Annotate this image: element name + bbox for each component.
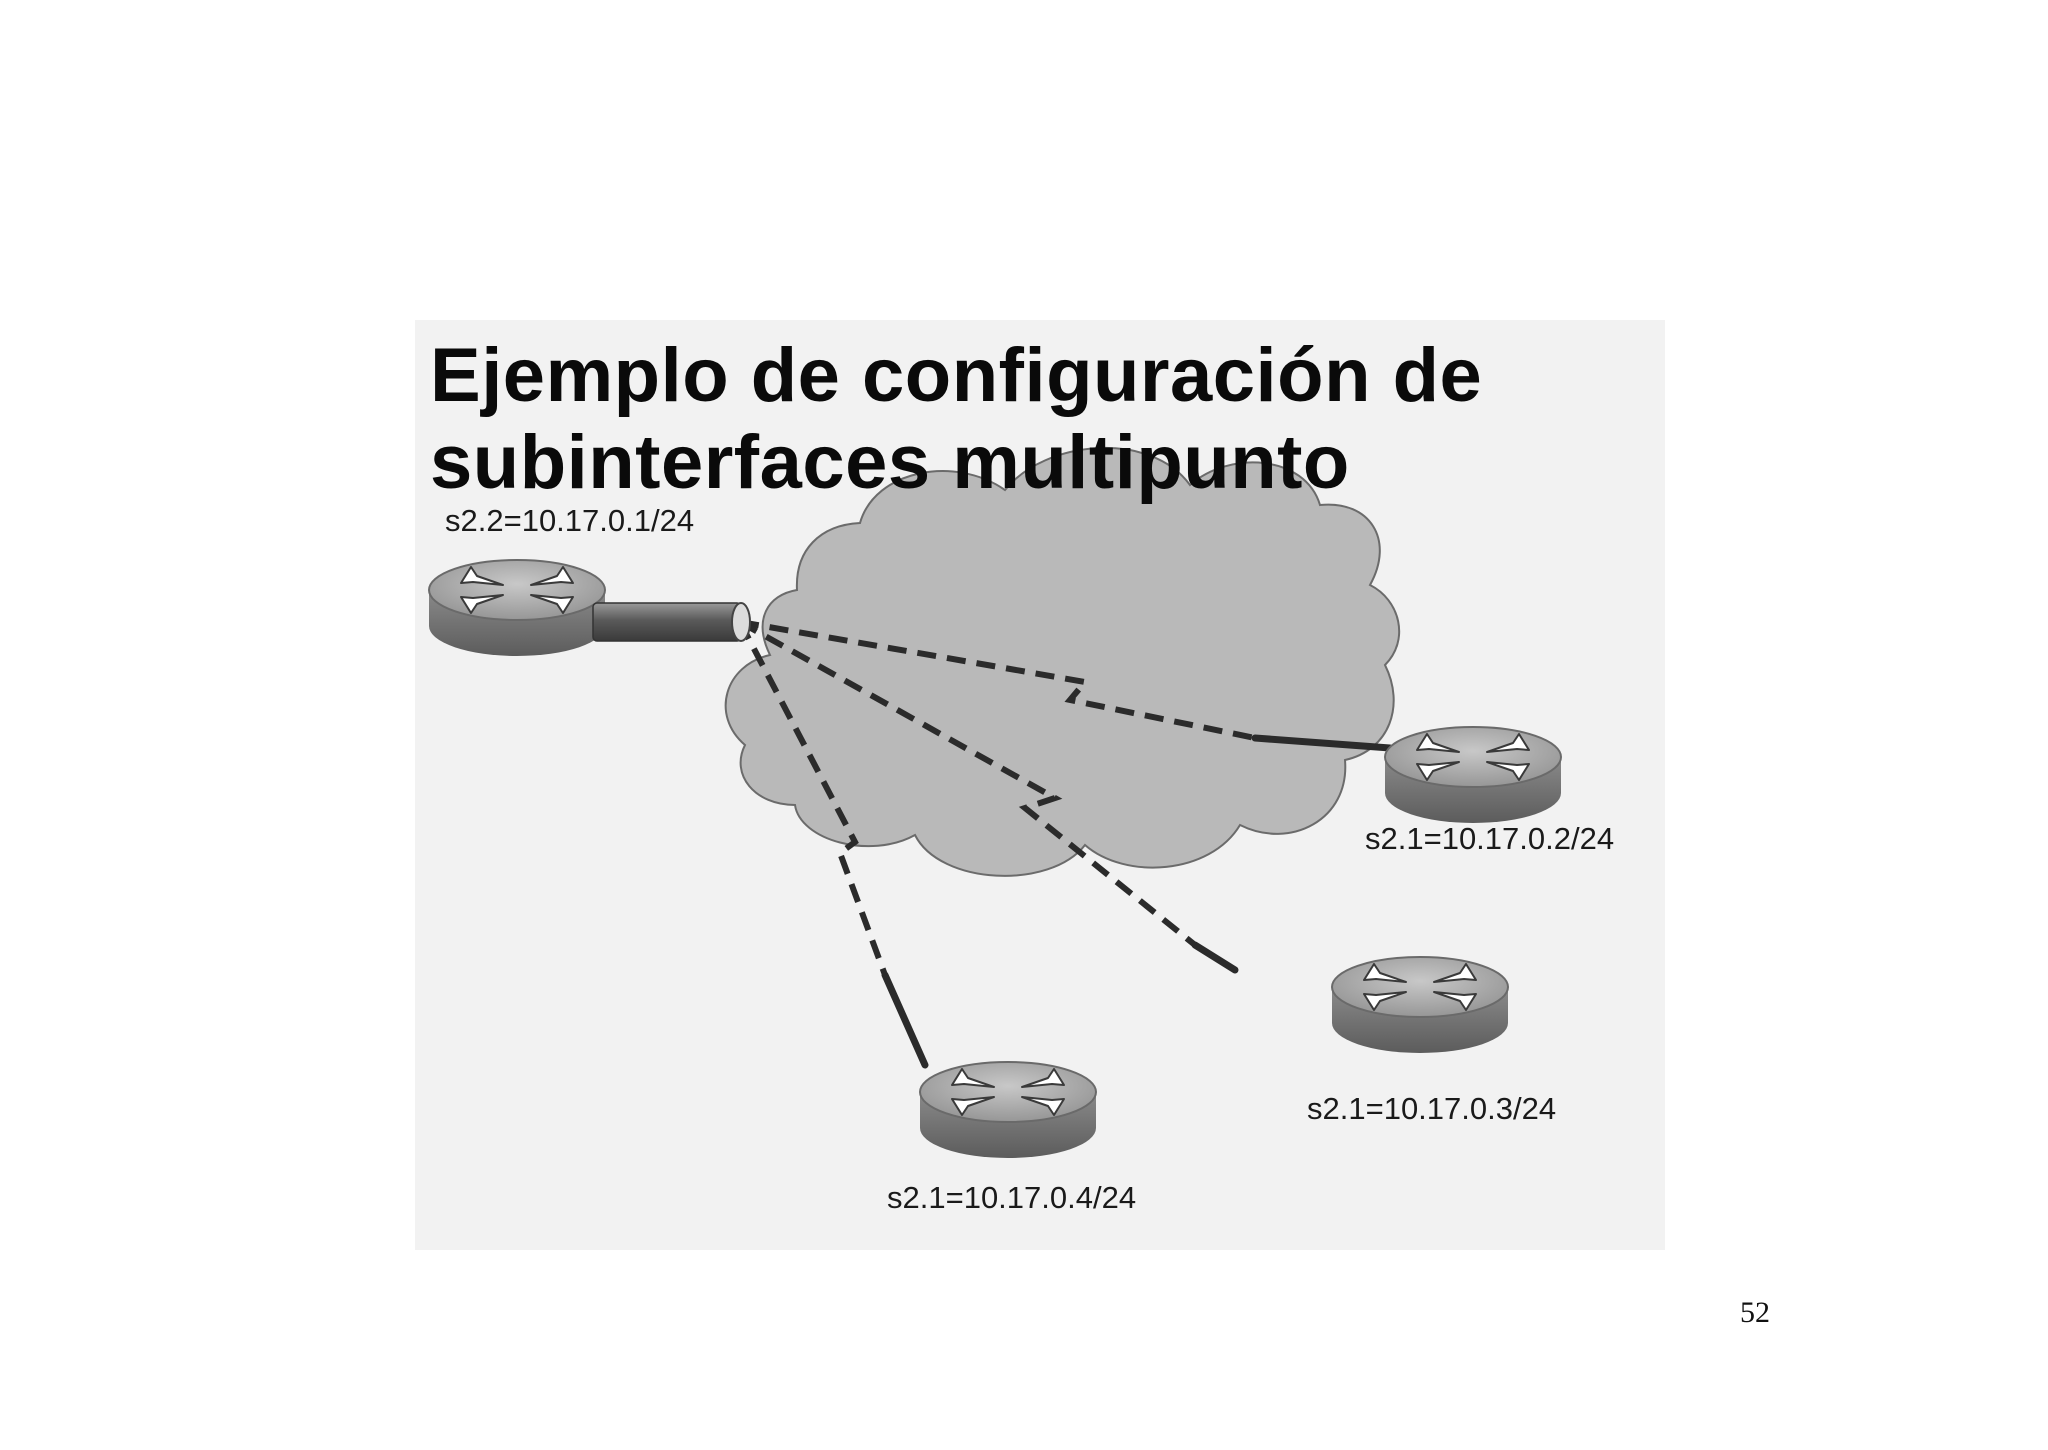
spoke-4-router-address: s2.1=10.17.0.4/24 — [887, 1180, 1137, 1215]
slide-title-line-1: Ejemplo de configuración de — [430, 333, 1483, 418]
pvc-to-spoke-4 — [737, 620, 888, 977]
router-icon-hub[interactable] — [428, 559, 751, 657]
slide-title-line-2: subinterfaces multipunto — [430, 420, 1350, 505]
spoke-2-router-address: s2.1=10.17.0.2/24 — [1365, 821, 1615, 856]
frame-relay-cloud — [724, 447, 1401, 877]
hub-router-address: s2.2=10.17.0.1/24 — [445, 503, 695, 538]
serial-interface-icon — [592, 602, 751, 642]
router-icon-spoke-2[interactable] — [1384, 726, 1562, 824]
page-number: 52 — [1740, 1296, 1770, 1329]
router-icon-spoke-4[interactable] — [919, 1061, 1097, 1159]
pvc-to-spoke-3 — [738, 619, 1197, 948]
slide: Ejemplo de configuración de subinterface… — [415, 320, 1665, 1250]
spoke-3-router-address: s2.1=10.17.0.3/24 — [1307, 1091, 1557, 1126]
pvc-to-spoke-2 — [739, 619, 1256, 741]
network-diagram — [428, 447, 1562, 1159]
router-icon-spoke-3[interactable] — [1331, 956, 1509, 1054]
